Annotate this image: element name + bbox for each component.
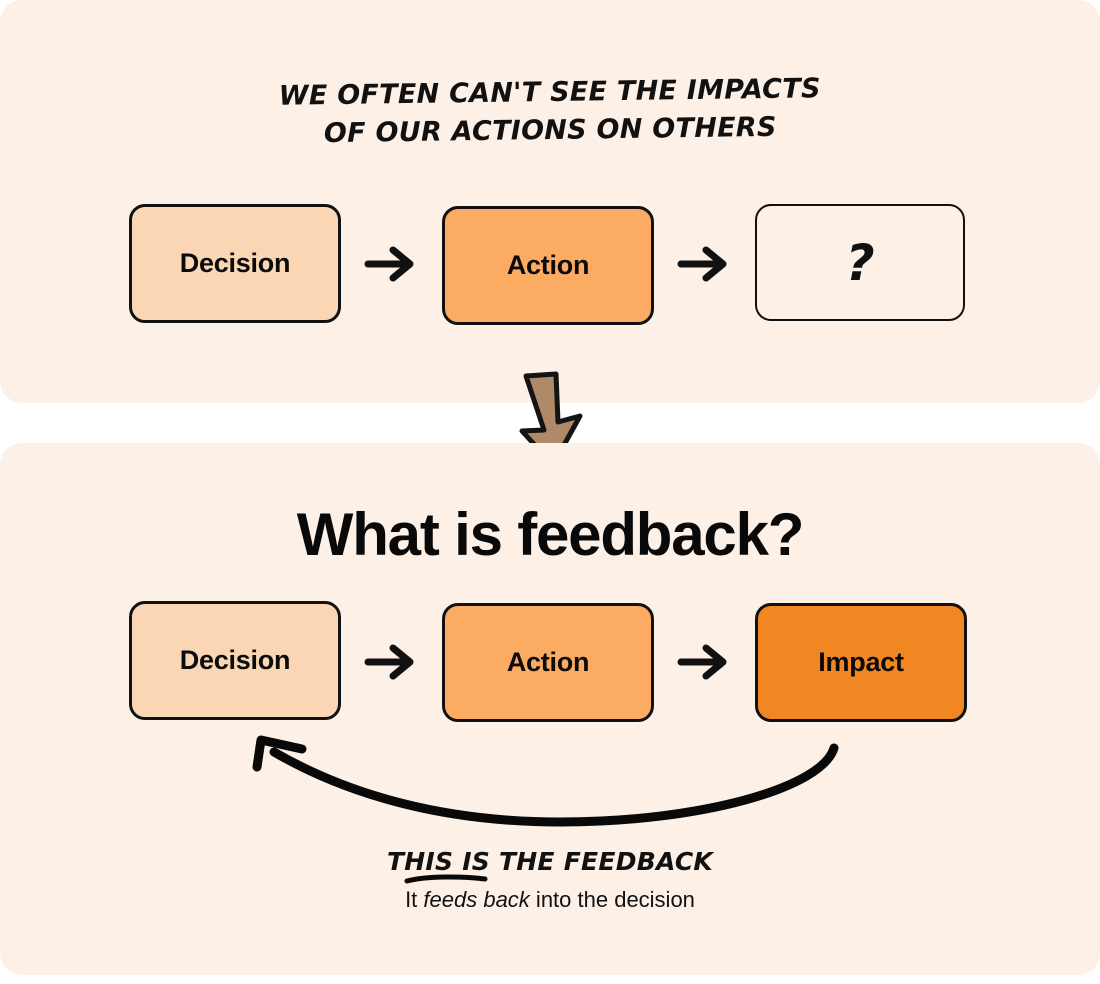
node-label: Decision — [179, 645, 291, 675]
arrow-down-icon — [519, 371, 583, 468]
feedback-subcaption: It feeds back into the decision — [0, 885, 1100, 915]
top-panel — [0, 0, 1100, 403]
node-label: Action — [506, 647, 590, 677]
subcaption-emphasis: feeds back — [423, 887, 530, 912]
node-decision-bottom: Decision — [129, 601, 346, 726]
caption-underline — [404, 874, 488, 884]
subcaption-pre: It — [405, 887, 424, 912]
kicker-line-1: WE OFTEN CAN'T SEE THE IMPACTS — [278, 73, 821, 112]
node-label: Decision — [179, 248, 291, 278]
feedback-caption: THIS IS THE FEEDBACK — [386, 847, 714, 876]
node-action-top: Action — [442, 206, 659, 331]
node-label: Impact — [818, 647, 904, 677]
arrow-right-icon — [364, 644, 414, 680]
arrow-right-icon — [364, 246, 414, 282]
subcaption-post: into the decision — [529, 887, 695, 912]
curved-arrow-left-icon — [252, 735, 839, 827]
kicker-heading: WE OFTEN CAN'T SEE THE IMPACTS OF OUR AC… — [0, 66, 1100, 157]
page-title: What is feedback? — [296, 501, 805, 568]
arrow-right-icon — [677, 246, 727, 282]
node-unknown-top: ? — [755, 204, 965, 321]
question-mark-icon: ? — [845, 233, 875, 292]
node-impact-bottom: Impact — [755, 603, 972, 728]
node-action-bottom: Action — [442, 603, 659, 728]
arrow-right-icon — [677, 644, 727, 680]
node-decision-top: Decision — [129, 204, 346, 329]
node-label: Action — [506, 250, 590, 280]
